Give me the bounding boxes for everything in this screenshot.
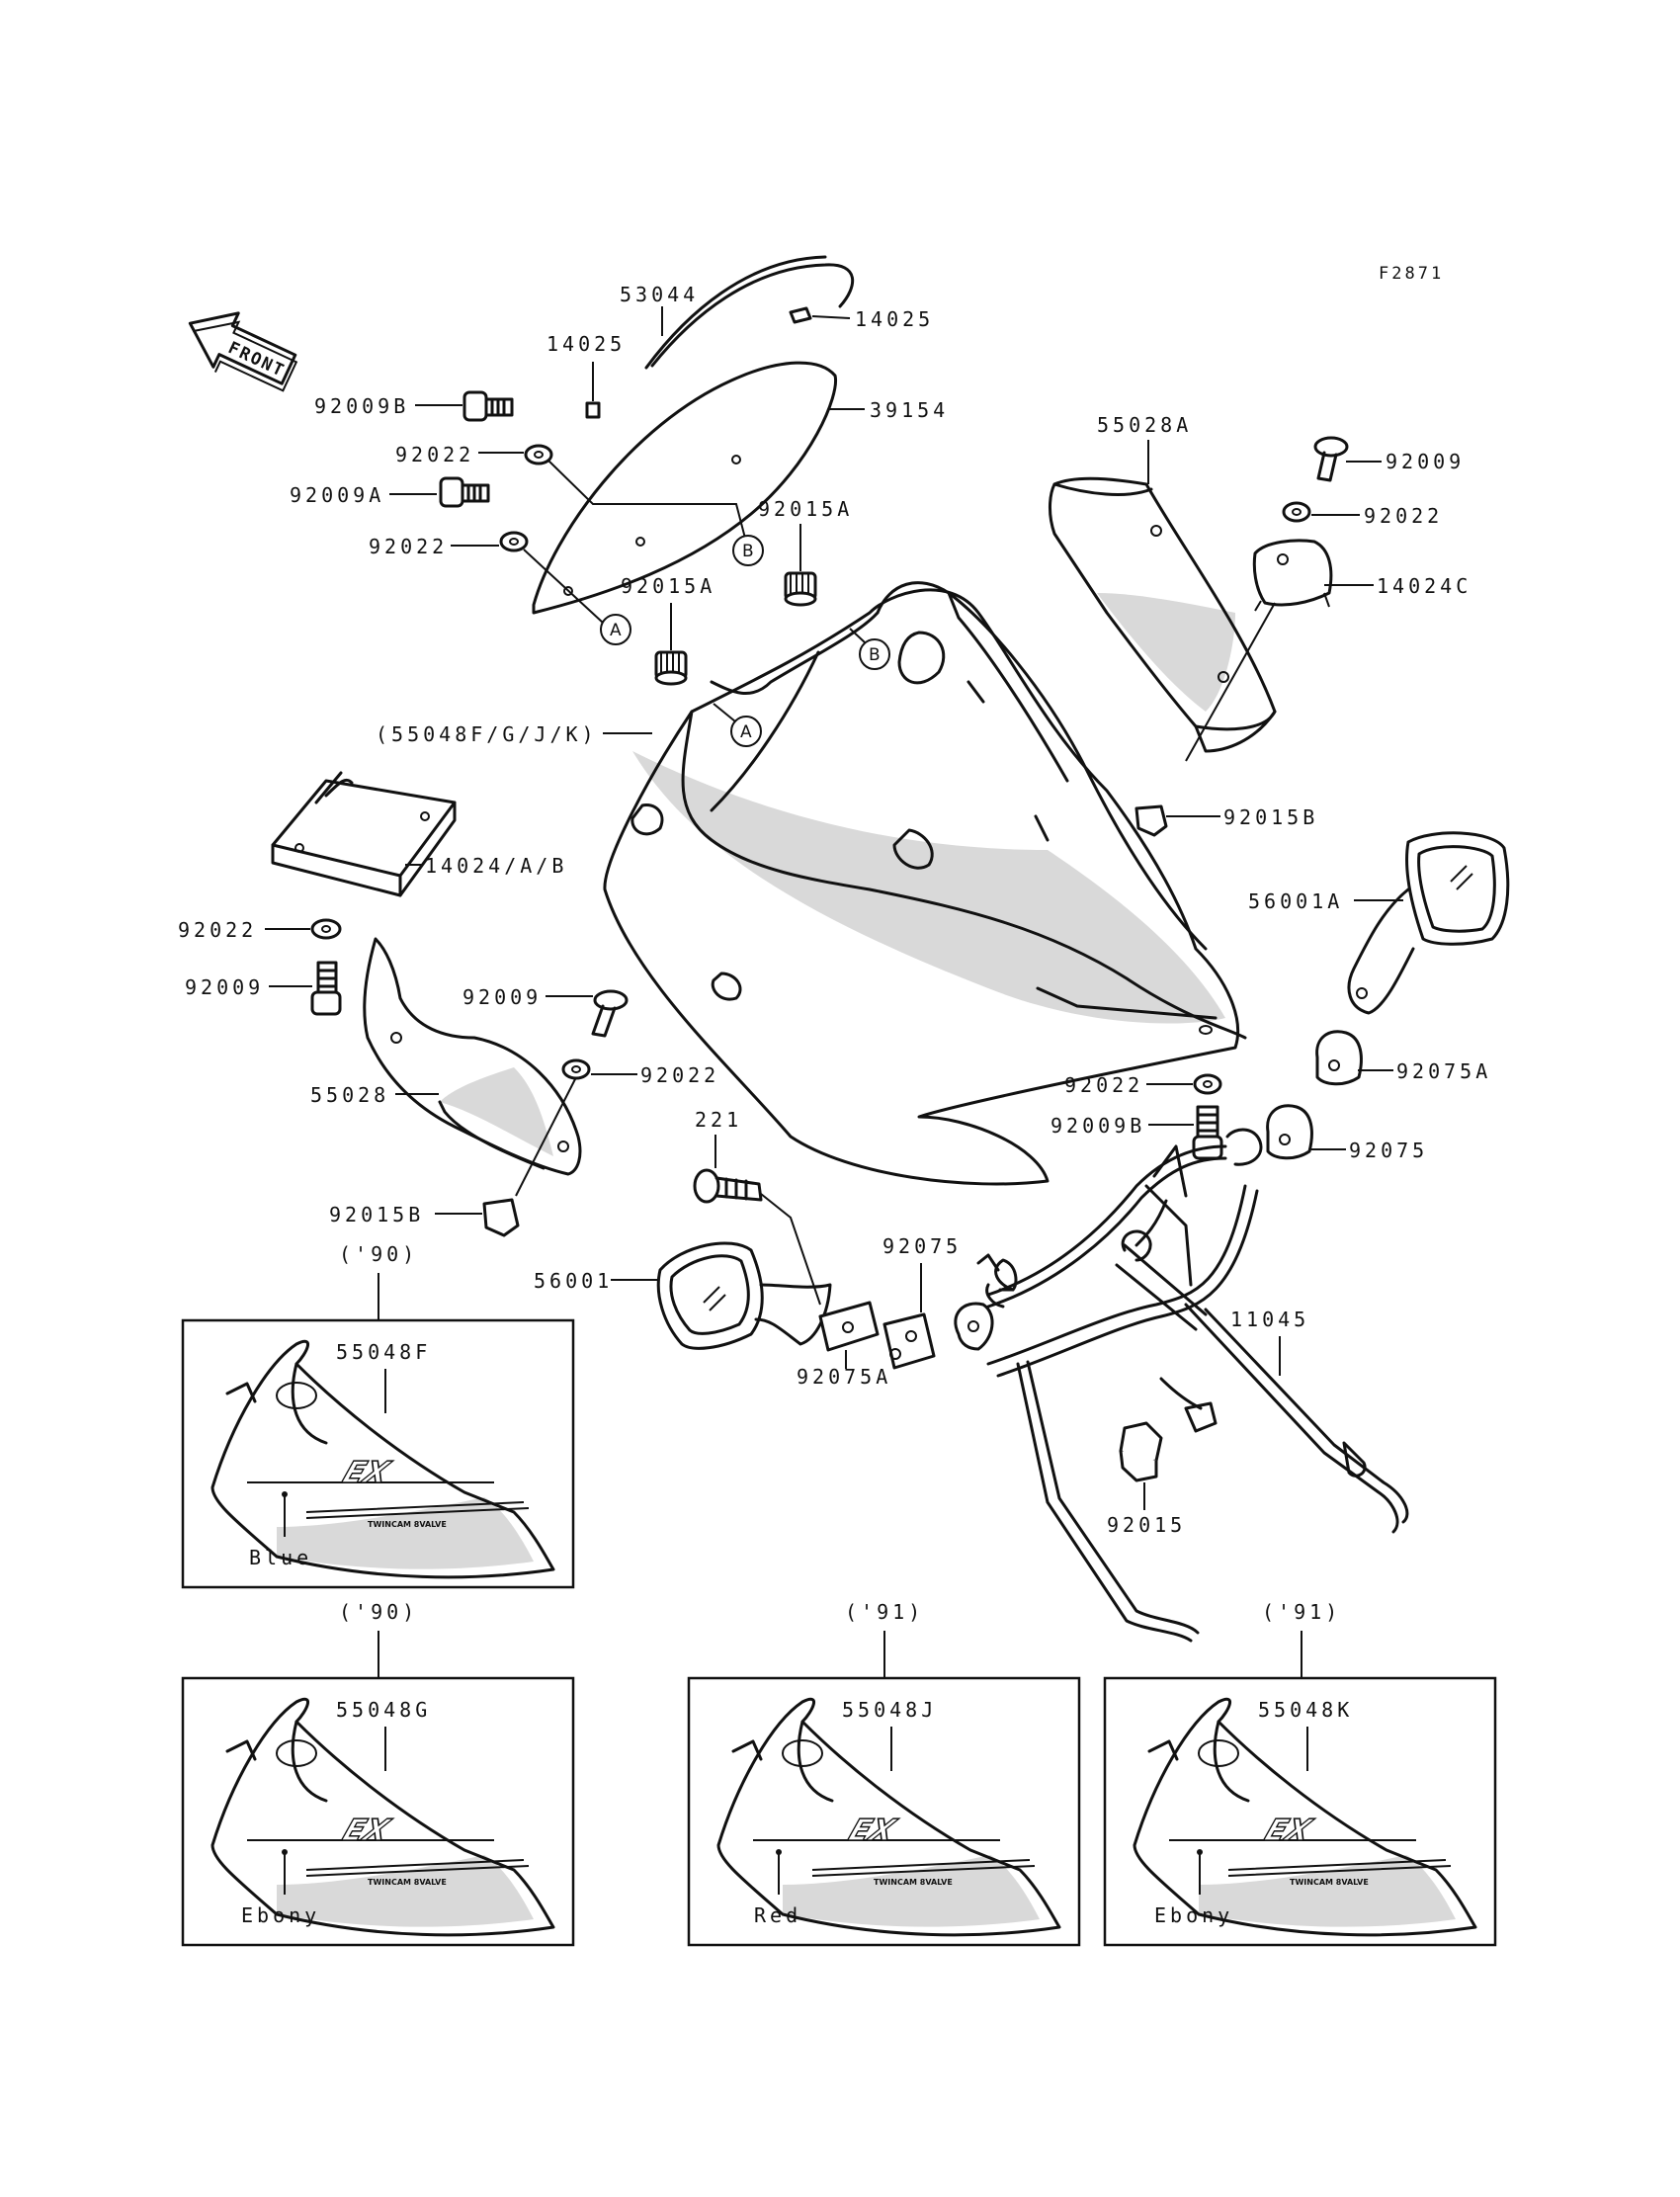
variant-2-year: ('90)	[339, 1600, 418, 1624]
label-92015: 92015	[1107, 1513, 1186, 1537]
label-221: 221	[695, 1108, 742, 1132]
label-92022-mid: 92022	[640, 1063, 719, 1087]
label-56001: 56001	[534, 1269, 613, 1293]
label-92009b-low: 92009B	[1050, 1114, 1145, 1138]
nut-92015a-1	[784, 571, 817, 607]
callout-a-top: A	[600, 614, 631, 645]
screw-92009-mid	[591, 989, 629, 1038]
svg-text:A: A	[740, 722, 752, 742]
label-92075-mid: 92075	[882, 1234, 962, 1258]
variant-1-part: 55048F	[336, 1340, 431, 1364]
screw-92009-right	[1313, 436, 1349, 482]
variant-3-color: Red	[754, 1903, 801, 1927]
variant-1-year: ('90)	[339, 1242, 418, 1266]
variant-1-color: Blue	[249, 1546, 312, 1569]
upper-cowl-55048	[603, 581, 1247, 1186]
variant-4-tagline: TWINCAM 8VALVE	[1290, 1878, 1369, 1887]
windshield-trim	[650, 263, 855, 368]
label-92075a-right: 92075A	[1396, 1059, 1491, 1083]
label-92015a-1: 92015A	[758, 497, 853, 521]
screw-92009a	[439, 476, 490, 508]
variant-3-tagline: TWINCAM 8VALVE	[874, 1878, 953, 1887]
label-92009-right: 92009	[1386, 450, 1465, 473]
windshield	[532, 361, 838, 615]
figure-code: F2871	[1379, 264, 1444, 284]
callout-a-cowl: A	[730, 716, 762, 747]
variant-4-year: ('91)	[1262, 1600, 1341, 1624]
label-55028: 55028	[310, 1083, 389, 1107]
screw-221	[693, 1168, 763, 1204]
variant-4-color: Ebony	[1154, 1903, 1233, 1927]
label-92075-right: 92075	[1349, 1139, 1428, 1162]
bracket-14024c	[1252, 539, 1333, 612]
variant-2-part: 55048G	[336, 1698, 431, 1722]
bracket-14024ab	[271, 771, 457, 897]
label-14025-left: 14025	[546, 332, 626, 356]
grommet-92075-mid	[882, 1312, 936, 1370]
grommet-92075-right	[1266, 1104, 1313, 1160]
inner-cover-55028a	[1049, 476, 1277, 753]
cowl-stay-11045	[954, 1128, 1409, 1643]
label-92009b-top: 92009B	[314, 394, 409, 418]
label-92022-2: 92022	[369, 535, 448, 558]
label-14024ab: 14024/A/B	[425, 854, 567, 878]
nut-92015	[1119, 1421, 1163, 1482]
nut-92015a-2	[654, 650, 688, 686]
label-56001a: 56001A	[1248, 889, 1343, 913]
label-92009-left: 92009	[185, 975, 264, 999]
label-92009a: 92009A	[290, 483, 384, 507]
label-92022-right: 92022	[1364, 504, 1443, 528]
label-92022-1: 92022	[395, 443, 474, 466]
grommet-92075a-right	[1315, 1030, 1363, 1086]
callout-b-cowl: B	[859, 638, 890, 670]
callout-b-top: B	[732, 535, 764, 566]
variant-2-tagline: TWINCAM 8VALVE	[368, 1878, 447, 1887]
label-92015b-right: 92015B	[1223, 805, 1318, 829]
label-53044: 53044	[620, 283, 699, 306]
svg-text:A: A	[610, 621, 622, 640]
variant-box-55048f: ('90) EX TWINCAM 8VALVE Blue 55048F	[181, 1242, 575, 1589]
variant-3-year: ('91)	[845, 1600, 924, 1624]
label-92022-lowright: 92022	[1064, 1073, 1143, 1097]
variant-3-part: 55048J	[842, 1698, 937, 1722]
label-14024c: 14024C	[1377, 574, 1471, 598]
variant-2-color: Ebony	[241, 1903, 320, 1927]
grommet-92075a-mid	[818, 1301, 880, 1352]
clip-92015b-left	[482, 1198, 520, 1237]
clip-92015b-right	[1134, 804, 1168, 837]
label-92015a-2: 92015A	[621, 574, 715, 598]
label-92009-mid: 92009	[462, 985, 542, 1009]
label-14025-right: 14025	[855, 307, 934, 331]
variant-box-55048j: ('91) EX TWINCAM 8VALVE Red 55048J	[687, 1600, 1081, 1947]
mirror-56001a	[1347, 831, 1510, 1015]
inner-cover-55028	[363, 937, 582, 1176]
svg-text:B: B	[742, 542, 754, 561]
variant-box-55048k: ('91) EX TWINCAM 8VALVE Ebony 55048K	[1103, 1600, 1497, 1947]
svg-text:B: B	[869, 645, 881, 665]
screw-92009-left	[310, 961, 342, 1016]
label-55028a: 55028A	[1097, 413, 1192, 437]
label-92022-left: 92022	[178, 918, 257, 942]
variant-1-tagline: TWINCAM 8VALVE	[368, 1520, 447, 1529]
label-55048fgjk: (55048F/G/J/K)	[376, 722, 598, 746]
label-92075a-mid: 92075A	[797, 1365, 891, 1389]
screw-92009b-top	[462, 390, 514, 422]
front-arrow-icon: FRONT	[188, 311, 298, 392]
variant-4-part: 55048K	[1258, 1698, 1353, 1722]
variant-box-55048g: ('90) EX TWINCAM 8VALVE Ebony 55048G	[181, 1600, 575, 1947]
label-39154: 39154	[870, 398, 949, 422]
label-11045: 11045	[1230, 1308, 1309, 1331]
label-92015b-left: 92015B	[329, 1203, 424, 1226]
